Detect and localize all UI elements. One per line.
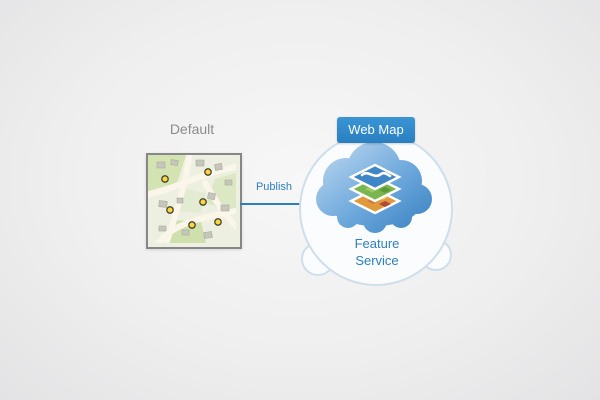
feature-service-label: Feature Service — [354, 236, 400, 268]
layers-icon — [348, 163, 402, 215]
layer-top-blue — [348, 163, 402, 191]
map-point-markers — [161, 168, 222, 229]
map-buildings — [156, 159, 233, 239]
publish-label: Publish — [255, 181, 293, 193]
map-thumbnail — [146, 153, 242, 249]
web-map-badge: Web Map — [337, 117, 415, 143]
street-map-icon — [148, 155, 236, 243]
map-label: Default — [169, 121, 215, 137]
